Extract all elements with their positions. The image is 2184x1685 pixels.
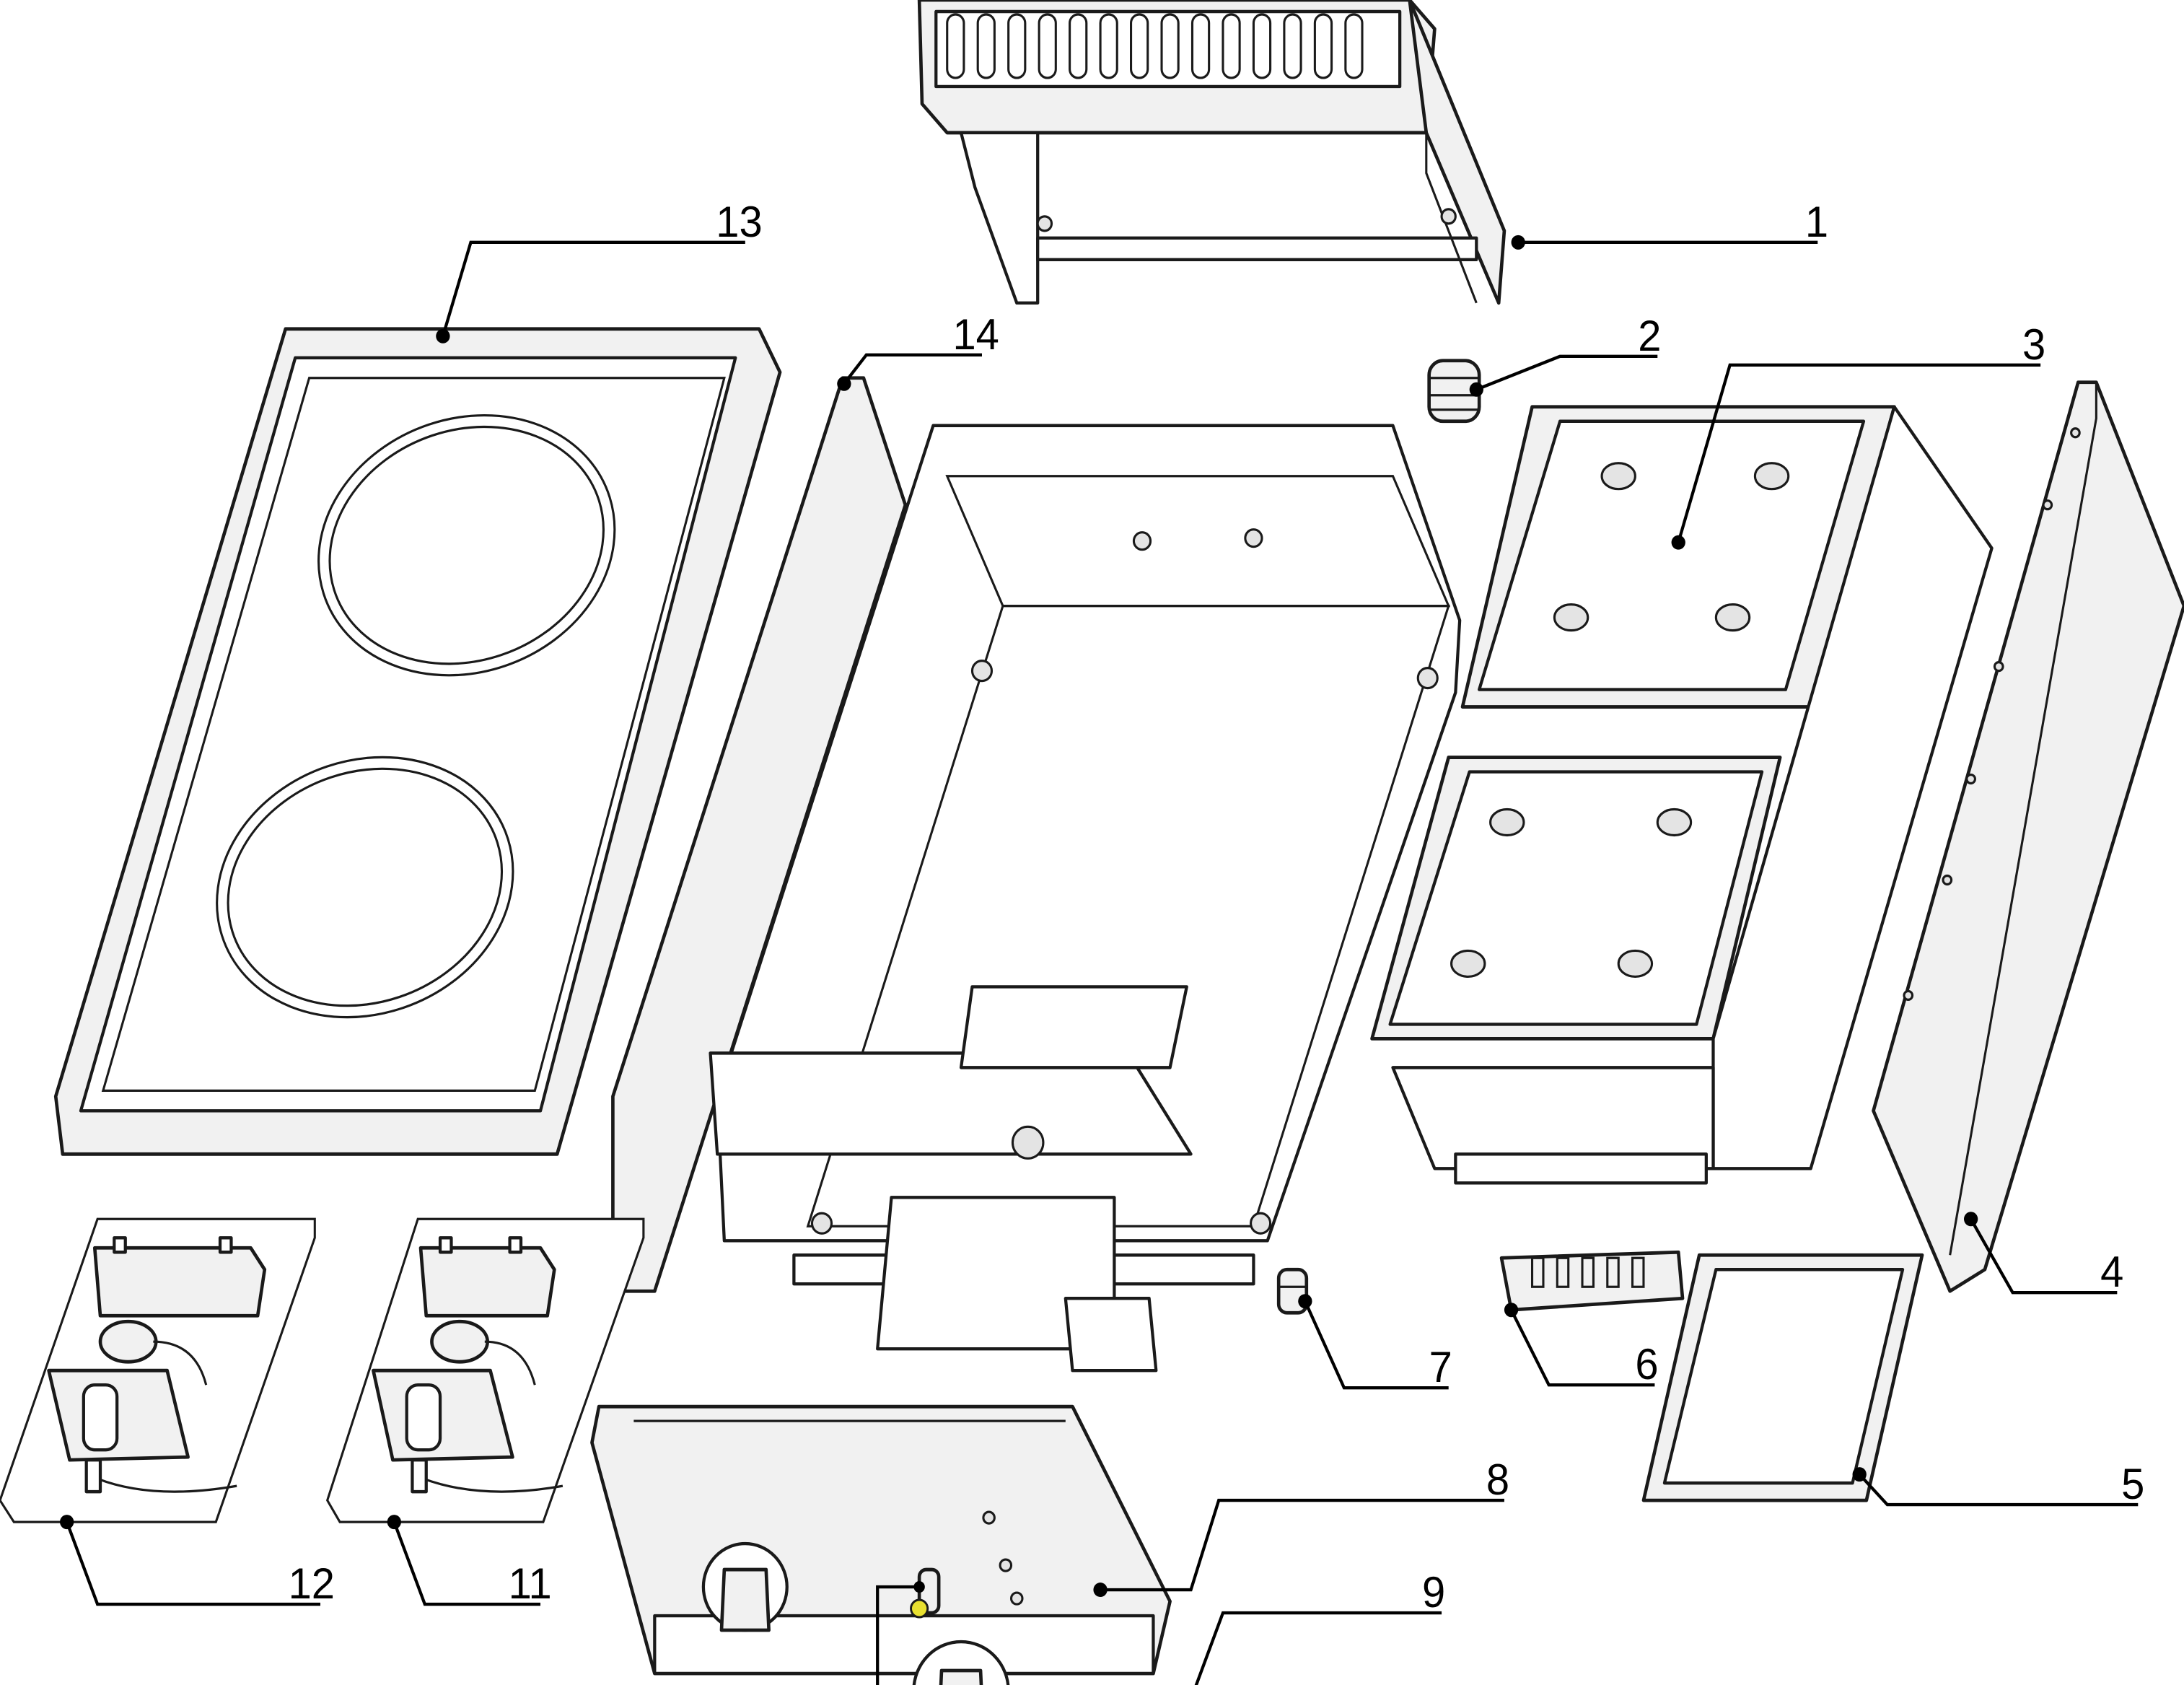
- callout-14: 14: [952, 311, 999, 359]
- leader-lines: [60, 235, 2139, 1685]
- part-13-ceramic-hob-top: [53, 327, 782, 1156]
- part-3-heating-plates: [1370, 405, 1994, 1185]
- callout-1: 1: [1805, 198, 1828, 246]
- callout-8: 8: [1486, 1456, 1509, 1504]
- part-1-rear-vent-panel: [917, 0, 1507, 305]
- part-12-energy-regulator: [0, 1217, 316, 1523]
- callout-labels: 1 2 3 4 5 6 7 8 9 10 11 12 13 14: [289, 198, 2145, 1685]
- part-10-indicator-lamp: [910, 1567, 941, 1619]
- callout-12: 12: [289, 1560, 335, 1608]
- part-9-control-knob: [912, 1640, 1010, 1685]
- callout-10: 10: [596, 1681, 642, 1685]
- callout-13: 13: [716, 198, 762, 246]
- part-14-main-frame: [611, 376, 1462, 1373]
- part-2-cable-gland: [1427, 359, 1481, 424]
- callout-7: 7: [1429, 1344, 1452, 1391]
- callout-5: 5: [2121, 1461, 2144, 1508]
- part-8-front-control-panel: [590, 1404, 1172, 1676]
- part-11-energy-regulator: [325, 1217, 645, 1523]
- callout-6: 6: [1635, 1341, 1658, 1388]
- callout-3: 3: [2022, 321, 2045, 369]
- callout-4: 4: [2100, 1248, 2123, 1296]
- callout-9: 9: [1422, 1569, 1445, 1616]
- part-6-terminal-block: [1499, 1250, 1685, 1312]
- part-4-right-side-panel: [1872, 380, 2184, 1293]
- callout-2: 2: [1638, 312, 1661, 360]
- part-5-gasket-frame: [1641, 1253, 1924, 1502]
- callout-11: 11: [509, 1560, 552, 1608]
